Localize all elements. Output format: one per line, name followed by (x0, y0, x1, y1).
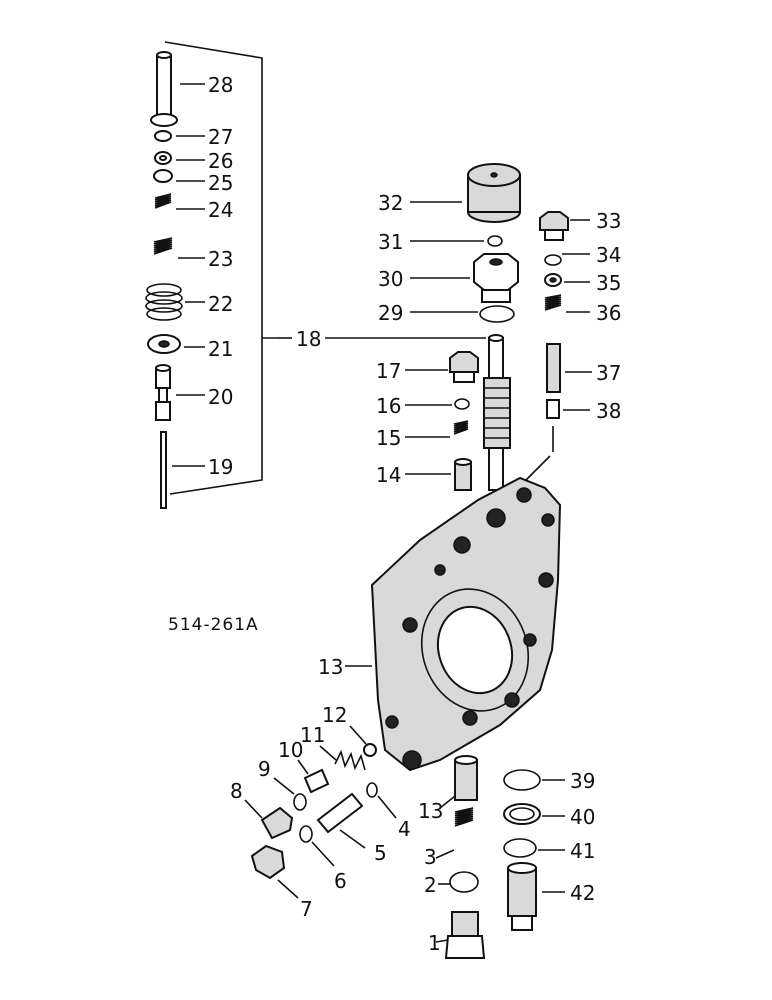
part-4-oring (366, 782, 397, 819)
part-24-spring (154, 193, 205, 210)
part-41-oring (503, 838, 565, 858)
label-27: 27 (208, 125, 233, 149)
label-37: 37 (596, 361, 621, 385)
label-31: 31 (378, 230, 403, 254)
part-19-rod (160, 431, 205, 509)
part-20-valve (155, 364, 205, 421)
label-2: 2 (424, 873, 437, 897)
label-24: 24 (208, 198, 233, 222)
label-8: 8 (230, 779, 243, 803)
label-10: 10 (278, 738, 303, 762)
part-35-ring (544, 273, 590, 287)
part-21-washer (147, 334, 205, 354)
label-19: 19 (208, 455, 233, 479)
part-31-oring (410, 235, 503, 247)
reference-number: 514-261A (168, 615, 259, 635)
part-30-hexnut (410, 253, 519, 303)
label-23: 23 (208, 247, 233, 271)
label-15: 15 (376, 426, 401, 450)
label-32: 32 (378, 191, 403, 215)
label-5: 5 (374, 841, 387, 865)
part-29-oring (410, 305, 515, 323)
part-33-plug (539, 211, 590, 241)
label-13-fitting: 13 (418, 799, 443, 823)
label-4: 4 (398, 817, 411, 841)
label-13-body: 13 (318, 655, 343, 679)
part-6-oring (299, 825, 335, 867)
label-18: 18 (296, 327, 321, 351)
part-13-valve-body (345, 476, 562, 772)
part-42-valve (507, 862, 565, 931)
label-30: 30 (378, 267, 403, 291)
label-33: 33 (596, 209, 621, 233)
part-14-sleeve (405, 458, 472, 491)
part-10-piston (297, 759, 330, 794)
part-26-washer (154, 151, 205, 165)
label-20: 20 (208, 385, 233, 409)
label-11: 11 (300, 723, 325, 747)
label-16: 16 (376, 394, 401, 418)
part-28-pin (150, 51, 205, 127)
part-22-spring (145, 283, 205, 321)
part-37-pin (546, 343, 592, 393)
part-36-spring (544, 294, 590, 313)
part-8-fitting (244, 799, 294, 840)
part-1-plug (435, 911, 486, 959)
part-17-plug (405, 351, 479, 383)
label-22: 22 (208, 292, 233, 316)
label-25: 25 (208, 171, 233, 195)
label-17: 17 (376, 359, 401, 383)
part-39-oring (503, 769, 565, 791)
label-28: 28 (208, 73, 233, 97)
part-3-spring (435, 807, 474, 859)
label-38: 38 (596, 399, 621, 423)
label-29: 29 (378, 301, 403, 325)
part-27-ring (154, 130, 205, 142)
part-25-washer (153, 169, 205, 183)
label-12: 12 (322, 703, 347, 727)
part-12-plug (349, 725, 377, 757)
label-3: 3 (424, 845, 437, 869)
part-5-spool (316, 792, 366, 849)
part-11-spring (319, 745, 366, 771)
label-35: 35 (596, 271, 621, 295)
part-32-cap (410, 163, 521, 223)
label-7: 7 (300, 897, 313, 921)
label-6: 6 (334, 869, 347, 893)
label-14: 14 (376, 463, 401, 487)
part-13-fitting (439, 755, 478, 809)
label-36: 36 (596, 301, 621, 325)
label-21: 21 (208, 337, 233, 361)
label-42: 42 (570, 881, 595, 905)
label-39: 39 (570, 769, 595, 793)
part-34-oring (544, 253, 590, 266)
left-bracket (164, 41, 292, 495)
part-7-plug (250, 844, 299, 899)
label-41: 41 (570, 839, 595, 863)
label-34: 34 (596, 243, 621, 267)
part-9-oring (273, 777, 307, 811)
part-2-oring (438, 871, 479, 893)
part-18-spool (325, 334, 511, 491)
part-23-spring (153, 237, 205, 259)
label-26: 26 (208, 149, 233, 173)
label-1: 1 (428, 931, 441, 955)
part-40-washer (503, 803, 565, 825)
label-9: 9 (258, 757, 271, 781)
part-38-fitting (523, 399, 590, 483)
label-40: 40 (570, 805, 595, 829)
part-15-spring (405, 420, 469, 438)
part-16-oring (405, 398, 470, 410)
